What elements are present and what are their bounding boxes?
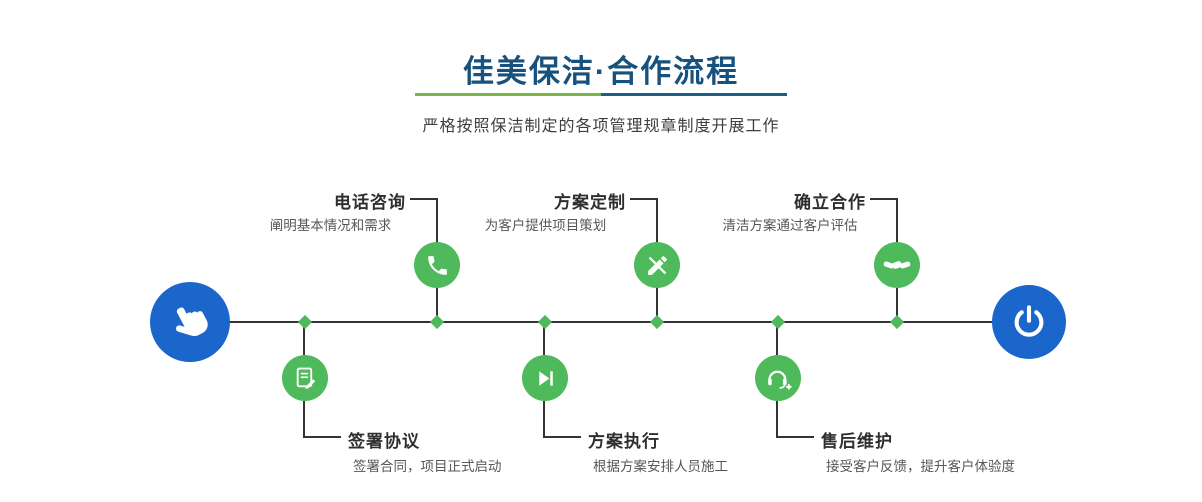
step-label-after-sales: 售后维护 <box>821 432 893 451</box>
step-label-cooperation: 确立合作 <box>794 193 866 212</box>
step-desc-after-sales: 接受客户反馈，提升客户体验度 <box>826 459 1015 474</box>
step-desc-cooperation: 清洁方案通过客户评估 <box>722 218 858 233</box>
junction-diamond <box>770 314 786 330</box>
timeline-end-node <box>992 285 1066 359</box>
step-label-plan-execution: 方案执行 <box>588 432 660 451</box>
connector <box>630 198 658 200</box>
design-icon <box>647 255 667 275</box>
step-node-sign-agreement <box>282 355 328 401</box>
connector <box>543 322 545 355</box>
phone-icon <box>427 255 447 275</box>
pointer-hand-icon <box>176 307 208 337</box>
connector <box>776 322 778 355</box>
contract-icon <box>296 367 315 389</box>
connector <box>896 198 898 244</box>
junction-diamond <box>429 314 445 330</box>
page-title: 佳美保洁·合作流程 <box>462 54 740 89</box>
step-node-plan-execution <box>522 355 568 401</box>
step-desc-plan-custom: 为客户提供项目策划 <box>484 218 607 233</box>
junction-diamond <box>889 314 905 330</box>
divider-green-segment <box>415 93 601 96</box>
junction-diamond <box>537 314 553 330</box>
connector <box>303 401 305 438</box>
divider-blue-segment <box>601 93 787 96</box>
connector <box>870 198 898 200</box>
page-subtitle: 严格按照保洁制定的各项管理规章制度开展工作 <box>422 118 780 135</box>
connector <box>303 436 341 438</box>
connector <box>436 288 438 322</box>
title-divider <box>415 93 787 96</box>
timeline-line <box>190 321 1030 323</box>
connector <box>543 436 581 438</box>
connector <box>656 288 658 322</box>
step-desc-plan-execution: 根据方案安排人员施工 <box>593 459 728 474</box>
headset-icon <box>767 370 792 390</box>
connector <box>656 198 658 244</box>
power-icon <box>1014 305 1044 337</box>
step-node-cooperation <box>874 242 920 288</box>
connector <box>410 198 438 200</box>
connector <box>776 401 778 438</box>
step-node-phone-consult <box>414 242 460 288</box>
connector <box>776 436 814 438</box>
connector <box>896 288 898 322</box>
handshake-icon <box>883 261 911 269</box>
junction-diamond <box>649 314 665 330</box>
junction-diamond <box>297 314 313 330</box>
step-desc-phone-consult: 阐明基本情况和需求 <box>269 218 392 233</box>
play-icon <box>538 370 553 386</box>
step-label-sign-agreement: 签署协议 <box>348 432 420 451</box>
timeline-start-node <box>150 282 230 362</box>
step-node-plan-custom <box>634 242 680 288</box>
connector <box>436 198 438 244</box>
connector <box>303 322 305 355</box>
step-desc-sign-agreement: 签署合同，项目正式启动 <box>353 459 502 474</box>
step-node-after-sales <box>755 355 801 401</box>
step-label-plan-custom: 方案定制 <box>554 193 626 212</box>
connector <box>543 401 545 438</box>
step-label-phone-consult: 电话咨询 <box>334 193 406 212</box>
